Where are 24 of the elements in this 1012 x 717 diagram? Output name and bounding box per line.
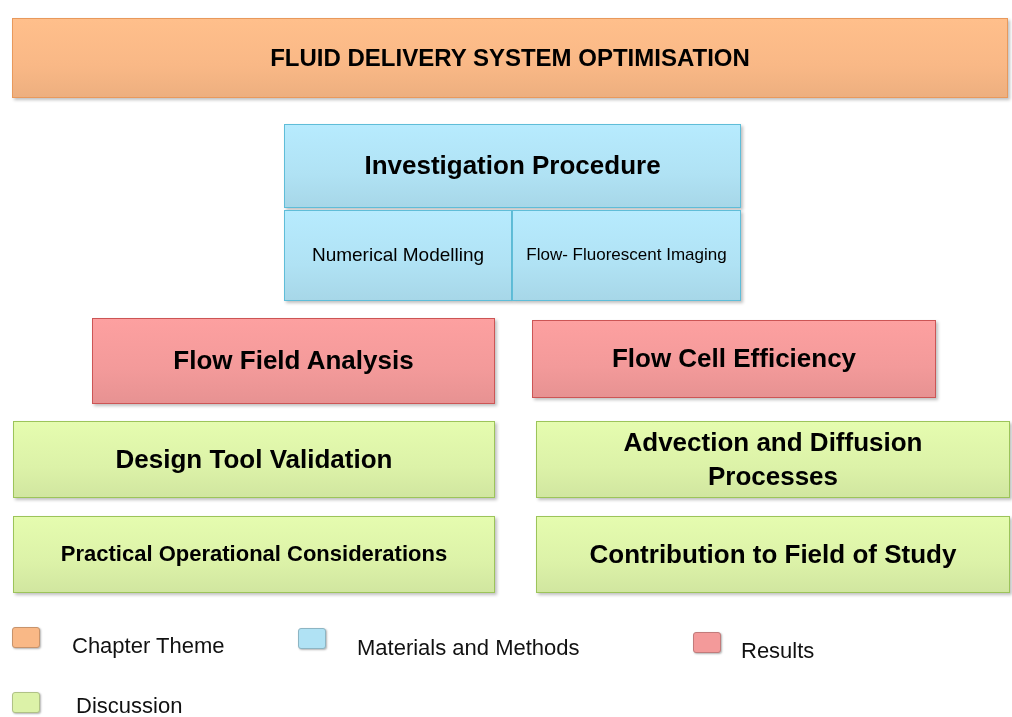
box-label: Advection and Diffusion Processes (622, 425, 924, 493)
box-label: Flow Cell Efficiency (611, 342, 857, 376)
box-label: Practical Operational Considerations (60, 540, 448, 569)
theme-banner (12, 18, 1008, 98)
box-label: FLUID DELIVERY SYSTEM OPTIMISATION (270, 43, 750, 74)
discussion-box (536, 516, 1010, 593)
box-label: Flow Field Analysis (173, 344, 414, 378)
result-box (92, 318, 495, 404)
legend-label: Materials and Methods (357, 635, 580, 661)
legend-label: Chapter Theme (72, 633, 225, 659)
box-label: Numerical Modelling (311, 243, 485, 268)
method-box (512, 210, 741, 301)
box-label: Design Tool Validation (115, 442, 393, 476)
discussion-box (536, 421, 1010, 498)
result-box (532, 320, 936, 398)
method-box (284, 124, 741, 208)
discussion-box (13, 516, 495, 593)
box-label: Investigation Procedure (364, 149, 661, 183)
box-label: Flow- Fluorescent Imaging (526, 244, 727, 267)
legend-label: Results (741, 638, 815, 664)
method-box (284, 210, 512, 301)
box-label: Contribution to Field of Study (589, 537, 957, 571)
discussion-box (13, 421, 495, 498)
legend-label: Discussion (76, 693, 183, 717)
